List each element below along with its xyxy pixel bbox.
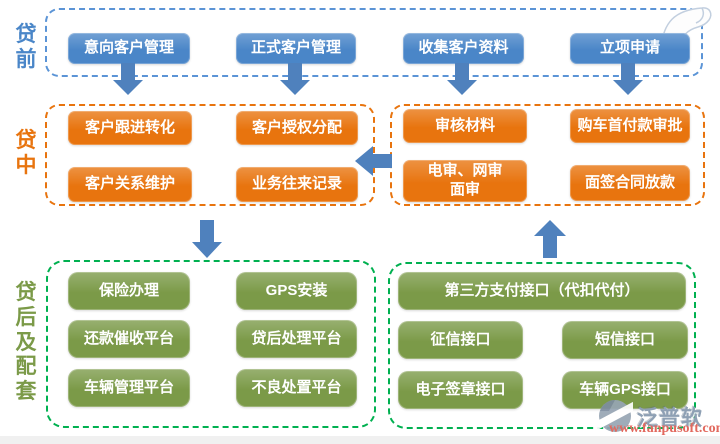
flow-arrow-down-4 (613, 63, 643, 95)
node-bad-asset-disposal-platform: 不良处置平台 (236, 369, 357, 407)
node-customer-relationship-maintenance: 客户关系维护 (68, 167, 192, 202)
flow-arrow-down-1 (113, 63, 143, 95)
flow-arrow-down-2 (280, 63, 310, 95)
stage-label-mid-loan: 贷中 (15, 129, 37, 177)
node-phone-online-interview-review: 电审、网审 面审 (403, 160, 527, 202)
post-left-group-box (46, 260, 376, 428)
flow-arrow-down-3 (447, 63, 477, 95)
watermark-url: www.fanpusoft.com (609, 421, 720, 436)
fanpu-logo-icon (597, 400, 633, 432)
node-project-application: 立项申请 (570, 33, 690, 64)
node-insurance-handling: 保险办理 (68, 272, 190, 310)
node-vehicle-management-platform: 车辆管理平台 (68, 369, 190, 407)
flow-arrow-down-5 (192, 220, 222, 258)
pre-loan-group-box (45, 8, 703, 77)
node-gps-installation: GPS安装 (236, 272, 357, 310)
node-contract-signing-disbursement: 面签合同放款 (570, 165, 690, 201)
node-customer-follow-up-conversion: 客户跟进转化 (68, 111, 192, 145)
bottom-strip (0, 436, 720, 444)
stage-label-post-loan: 贷后及配套 (15, 281, 37, 404)
node-business-transaction-records: 业务往来记录 (236, 167, 358, 202)
node-post-loan-processing-platform: 贷后处理平台 (236, 320, 357, 358)
node-vehicle-gps-interface: 车辆GPS接口 (562, 371, 688, 409)
node-formal-customer-mgmt: 正式客户管理 (236, 33, 356, 64)
node-review-materials: 审核材料 (403, 109, 527, 143)
node-credit-check-interface: 征信接口 (398, 321, 523, 359)
node-collect-customer-info: 收集客户资料 (403, 33, 524, 64)
post-right-group-box (388, 262, 696, 429)
flow-arrow-up (534, 220, 566, 258)
node-customer-authorization-allocation: 客户授权分配 (236, 111, 358, 145)
node-sms-interface: 短信接口 (562, 321, 688, 359)
stage-label-pre-loan: 贷前 (15, 23, 37, 71)
node-intent-customer-mgmt: 意向客户管理 (68, 33, 190, 64)
node-e-signature-interface: 电子签章接口 (398, 371, 523, 409)
node-third-party-payment-interface: 第三方支付接口（代扣代付） (398, 272, 686, 310)
node-repayment-collection-platform: 还款催收平台 (68, 320, 190, 358)
node-car-down-payment-approval: 购车首付款审批 (570, 109, 690, 143)
flow-arrow-left (355, 146, 392, 176)
